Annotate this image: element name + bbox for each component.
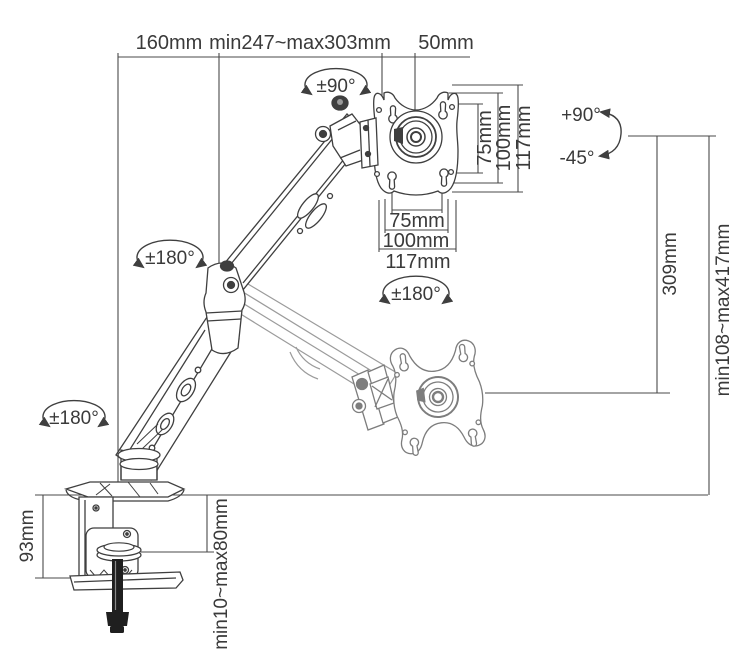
label-vesa-offset: 50mm: [418, 32, 474, 54]
clamp-height-dim: [35, 495, 76, 579]
label-vesa-h75: 75mm: [389, 210, 445, 232]
label-clamp-height: 93mm: [17, 510, 38, 563]
elbow-joint: [203, 260, 246, 355]
clamp-screw: [96, 542, 142, 633]
label-height-range: min108~max417mm: [713, 224, 734, 397]
label-vesa-h117: 117mm: [385, 251, 450, 273]
monitor-swivel-arc: [378, 275, 454, 305]
label-upper-arm-swivel: ±180°: [145, 248, 195, 269]
base-swivel-arc: [38, 399, 110, 428]
desk-thickness-dim: [141, 495, 214, 553]
lowered-vesa-plate: [389, 339, 486, 457]
labels: 160mm min247~max303mm 50mm ±90° ±180° ±1…: [17, 32, 734, 650]
label-vesa-v75: 75mm: [474, 110, 496, 166]
label-tilt-up: +90°: [561, 105, 601, 126]
vesa-plate-front: [372, 91, 460, 196]
label-vesa-v100: 100mm: [493, 105, 515, 172]
dimension-lines: [35, 53, 716, 579]
label-tilt-down: -45°: [559, 148, 594, 169]
label-vesa-rotation: ±90°: [316, 76, 355, 97]
tilt-arc: [597, 108, 622, 160]
label-base-offset: 160mm: [136, 32, 203, 54]
rotation-arcs: [38, 67, 622, 428]
upper-arm-swivel-arc: [132, 239, 208, 269]
label-monitor-swivel: ±180°: [391, 284, 441, 305]
label-base-swivel: ±180°: [49, 408, 99, 429]
monitor-pivot-joint: [314, 113, 379, 169]
label-desk-thickness: min10~max80mm: [211, 498, 232, 650]
label-vesa-h100: 100mm: [383, 230, 450, 252]
label-vesa-v117: 117mm: [513, 105, 535, 170]
label-arm-reach: min247~max303mm: [209, 32, 391, 54]
label-height-travel: 309mm: [660, 232, 681, 295]
lowered-vesa-bracket: [351, 364, 399, 431]
vesa-rotation-arc: [300, 67, 372, 96]
base-riser: [117, 447, 161, 481]
